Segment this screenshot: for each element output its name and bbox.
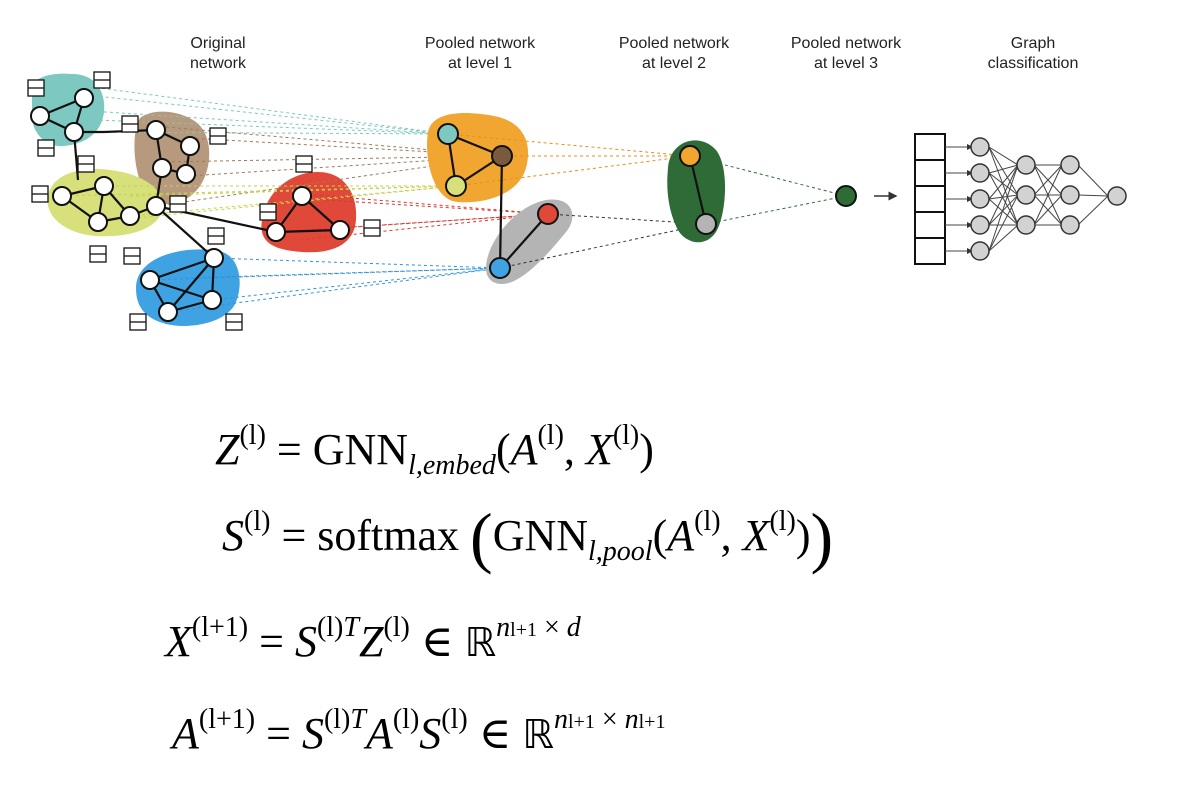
embedding-vector [914, 133, 946, 265]
level-2-network [667, 140, 847, 243]
original-network-nodes [30, 88, 350, 322]
level-1-network [427, 113, 707, 284]
equation-embedding: Z(l) = GNNl,embed(A(l), X(l)) [215, 420, 654, 481]
feature-boxes [27, 71, 381, 331]
mlp-nodes [970, 137, 1127, 261]
mapping-lines-to-level-2 [447, 133, 707, 269]
level-3-network [835, 185, 898, 207]
equation-assignment: S(l) = softmax (GNNl,pool(A(l), X(l))) [222, 499, 834, 575]
graph-classifier [914, 133, 1127, 265]
equation-pooled-features: X(l+1) = S(l)TZ(l) ∈ ℝnl+1 × d [165, 612, 581, 666]
mlp-connections [945, 144, 1109, 254]
mapping-lines-to-level-3 [689, 155, 847, 225]
equation-pooled-adjacency: A(l+1) = S(l)TA(l)S(l) ∈ ℝnl+1 × nl+1 [172, 704, 666, 758]
